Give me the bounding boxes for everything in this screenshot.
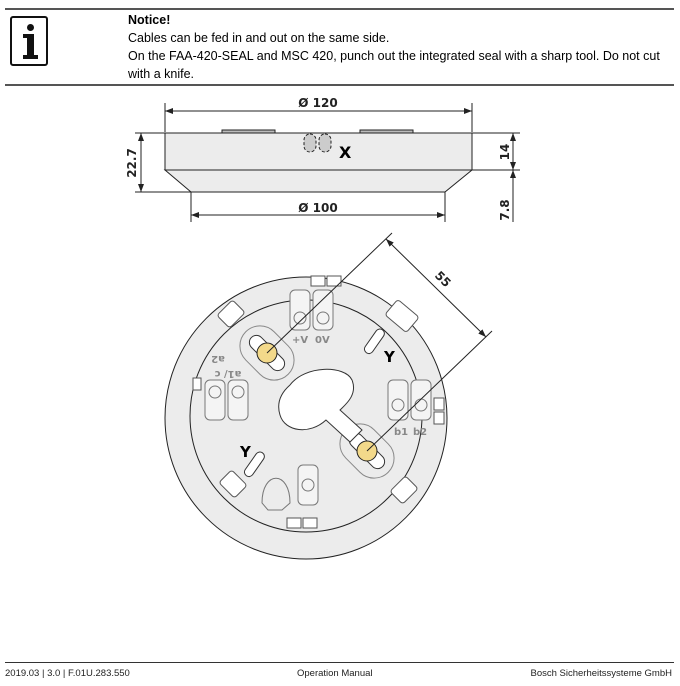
label-y: Y: [239, 443, 252, 461]
notice-top-rule: [5, 8, 674, 10]
dim-bottom-diameter: Ø 100: [298, 201, 337, 215]
dim-upper-height: 14: [498, 144, 512, 161]
notice-block: Notice! Cables can be fed in and out on …: [128, 11, 668, 83]
footer-left: 2019.03 | 3.0 | F.01U.283.550: [5, 668, 130, 679]
notice-line: Cables can be fed in and out on the same…: [128, 31, 390, 45]
label-x: X: [339, 143, 352, 162]
terminal-label-a2: a2: [211, 353, 225, 364]
label-y: Y: [383, 348, 396, 366]
dim-total-height: 22.7: [125, 148, 139, 178]
notice-line: On the FAA-420-SEAL and MSC 420, punch o…: [128, 49, 660, 81]
terminal-label-plus-v: +V: [292, 335, 308, 346]
info-icon: [10, 16, 48, 66]
terminal-label-b1: b1: [394, 427, 408, 438]
terminal-label-0v: 0V: [315, 335, 330, 346]
footer-center: Operation Manual: [297, 668, 373, 679]
footer-rule: [5, 662, 674, 663]
terminal-label-b2: b2: [413, 427, 427, 438]
terminal-label-a1c: a1/ c: [215, 368, 242, 379]
side-view: [135, 103, 520, 222]
footer-right: Bosch Sicherheitssysteme GmbH: [530, 668, 673, 679]
dim-lower-height: 7.8: [498, 199, 512, 220]
dim-top-diameter: Ø 120: [298, 96, 337, 110]
top-view: [164, 232, 493, 560]
notice-bottom-rule: [5, 84, 674, 86]
notice-title: Notice!: [128, 13, 171, 27]
